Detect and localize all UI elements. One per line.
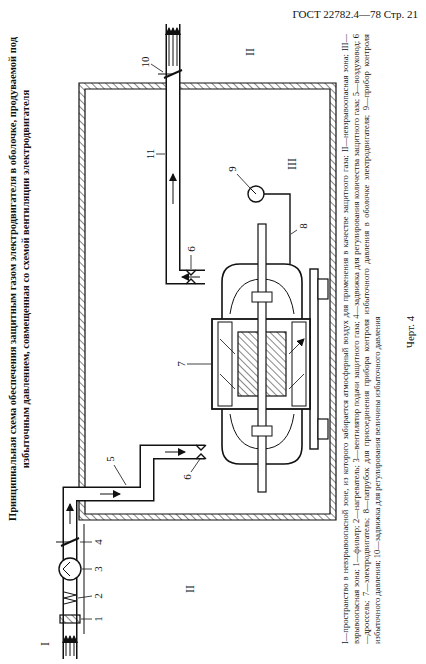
zone-label: II (184, 584, 196, 594)
zone-label: III (286, 157, 298, 171)
diagram-title: Принципиальная схема обеспечения защитны… (6, 34, 32, 524)
page-header: ГОСТ 22782.4—78 Стр. 21 (292, 8, 418, 20)
callout-number: 8 (297, 222, 309, 230)
callout-number: 5 (104, 455, 116, 463)
figure-caption: I—пространство в невзрывоопасной зоне, и… (340, 34, 382, 644)
figure-number: Черт. 4 (404, 315, 416, 349)
zone-label: I (39, 641, 51, 647)
callout-number: 4 (92, 538, 104, 546)
callout-number: 3 (92, 565, 104, 573)
room-wall (79, 83, 336, 520)
callout-number: 9 (226, 165, 238, 173)
callout-number: 7 (175, 360, 187, 368)
callout-number: 11 (144, 148, 156, 161)
callout-number: 6 (181, 473, 193, 481)
zone-label: II (244, 47, 256, 57)
electric-motor (212, 224, 328, 492)
callout-number: 6 (185, 245, 197, 253)
callout-number: 10 (139, 56, 151, 69)
callout-number: 2 (92, 592, 104, 600)
callout-number: 1 (92, 615, 104, 623)
